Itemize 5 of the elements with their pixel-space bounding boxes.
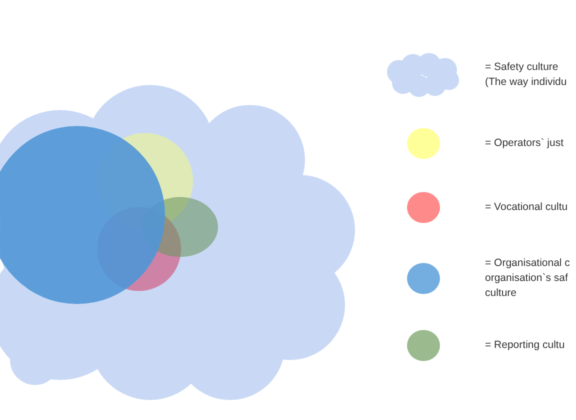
legend-text: = Reporting cultu: [485, 338, 566, 353]
legend-text: = Vocational cultu: [485, 200, 569, 215]
legend-text: = Safety culture (The way individu: [485, 60, 568, 90]
legend-text: = Organisational c organisation`s saf culture: [485, 256, 571, 301]
legend-text: = Operators` just: [485, 136, 564, 151]
